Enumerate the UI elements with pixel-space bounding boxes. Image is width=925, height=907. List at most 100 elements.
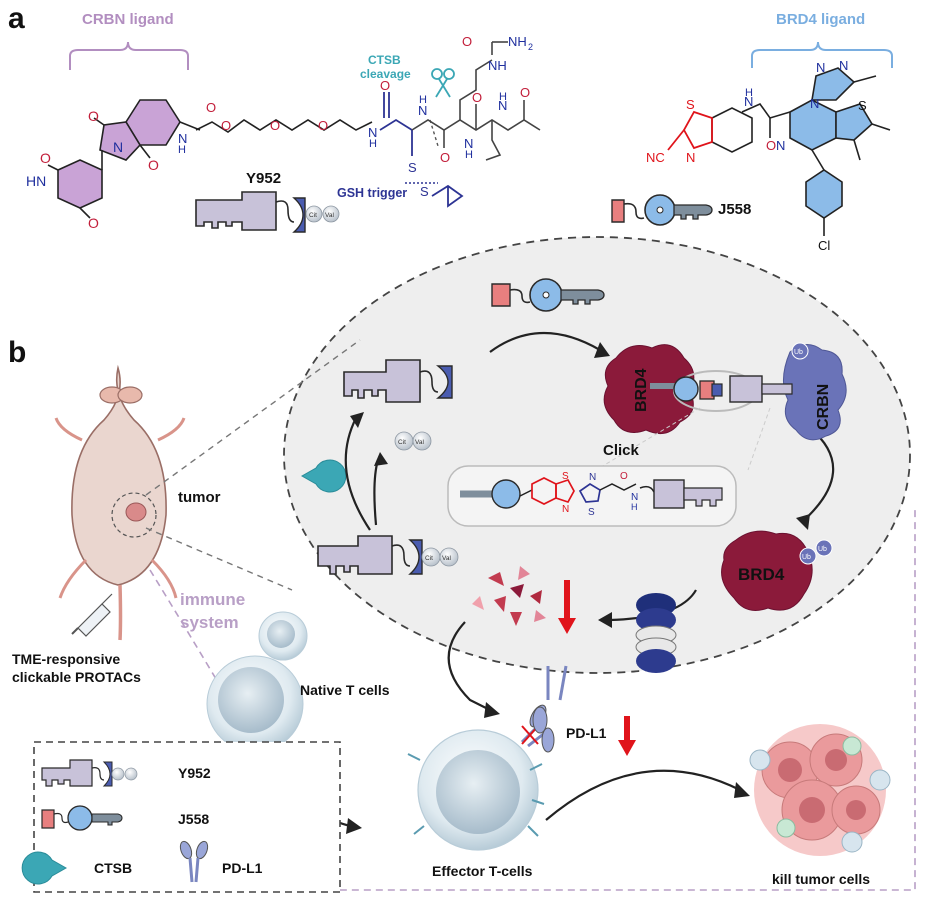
atom-o-9: O (380, 78, 390, 93)
atom-nc: NC (646, 150, 665, 165)
bottom-val-label: Val (442, 555, 451, 562)
j558-key-top (491, 278, 605, 312)
ctsb-cleavage-line2: cleavage (360, 67, 411, 81)
click-n-3: N (631, 492, 638, 503)
peg-linker: N H O O O O N H (178, 100, 377, 156)
decrease-arrow-pdl1-head (618, 740, 636, 756)
bottom-cit-label: Cit (425, 555, 433, 562)
brd4-ligand-structure: N N N S N Cl O N H (741, 58, 891, 253)
atom-o-11: O (462, 34, 472, 49)
effector-t-label: Effector T-cells (432, 863, 533, 879)
click-h-1: H (631, 502, 638, 512)
brd4-label-complex: BRD4 (633, 368, 650, 412)
atom-n-11: N (686, 150, 695, 165)
gsh-trigger-structure: O S S GSH trigger (337, 78, 464, 208)
ternary-complex: BRD4 CRBN Ub (603, 342, 847, 441)
atom-n-10: N (744, 94, 753, 109)
ub-label-3: Ub (818, 546, 827, 553)
legend-ctsb-label: CTSB (94, 860, 132, 876)
proteasome-icon (635, 593, 677, 673)
legend-pdl1-label: PD-L1 (222, 860, 263, 876)
brd4-ubiquitinated: BRD4 Ub Ub (721, 530, 833, 611)
atom-o-13: O (520, 85, 530, 100)
panel-b-label: b (8, 336, 26, 369)
cit-label: Cit (309, 212, 317, 219)
arrow-cleave-head (350, 412, 364, 428)
val-label: Val (325, 212, 334, 219)
tumor-label: tumor (178, 489, 221, 506)
tumor-microenvironment-ellipse (283, 236, 911, 674)
native-t-label: Native T cells (300, 682, 390, 698)
atom-n-5: N (498, 98, 507, 113)
connector-top (145, 339, 361, 496)
arrow-kill (545, 769, 741, 821)
atom-nh-1: N (178, 131, 187, 146)
brd4-ligand-label: BRD4 ligand (776, 11, 865, 28)
atom-h-1: H (178, 144, 186, 156)
ctsb-cleavage-line1: CTSB (368, 53, 401, 67)
atom-s-4: S (686, 97, 695, 112)
scissors-icon (431, 68, 455, 98)
atom-nh-2: NH (488, 58, 507, 73)
atom-h-5: H (499, 91, 507, 103)
kill-tumor-label: kill tumor cells (772, 871, 870, 887)
arrow-click (489, 331, 601, 353)
atom-n-8: N (810, 96, 819, 111)
gsh-trigger-label: GSH trigger (337, 186, 407, 200)
atom-n-9: N (776, 138, 785, 153)
effector-t-cell (407, 704, 555, 851)
cbt-structure: S N NC (646, 97, 753, 165)
mouse-illustration (54, 364, 186, 641)
atom-o-5: O (206, 100, 216, 115)
y952-key-bottom: Cit Val (317, 535, 459, 575)
click-product: S N N S O N H (460, 471, 723, 518)
atom-n-1: N (113, 139, 123, 155)
atom-o-7: O (270, 118, 280, 133)
native-t-cells (206, 611, 308, 753)
atom-n-4: N (464, 136, 473, 151)
arrow-release-head (374, 452, 388, 466)
atom-s-1: S (408, 160, 417, 175)
crbn-ligand-structure: O O N O HN O (26, 99, 201, 231)
ctsb-enzyme-icon (300, 459, 347, 493)
immune-label-line2: system (180, 613, 239, 632)
compound-j558-label: J558 (718, 201, 751, 218)
arrow-degradation-head (598, 612, 612, 628)
degraded-fragments (472, 566, 546, 626)
cit-val-structure: O N H NH O NH 2 N H O N H O (411, 34, 541, 165)
released-cit-label: Cit (398, 439, 406, 446)
ub-label-1: Ub (794, 349, 803, 356)
legend-j558-label: J558 (178, 811, 209, 827)
brd4-label-free: BRD4 (738, 565, 785, 584)
arrow-to-effector-head (484, 702, 500, 718)
atom-o-4: O (40, 150, 51, 166)
atom-n-3: N (418, 103, 427, 118)
cleavage-line (429, 119, 439, 147)
atom-h-6: H (745, 87, 753, 99)
atom-cl: Cl (818, 238, 830, 253)
brd4-ligand-bracket (751, 41, 893, 68)
click-n-1: N (562, 504, 569, 515)
legend-j558-icon (41, 805, 123, 831)
atom-o-6: O (221, 118, 231, 133)
connector-bottom (145, 527, 293, 591)
atom-o-1: O (88, 108, 99, 124)
click-label: Click (603, 442, 640, 459)
nh2-label: NH (508, 34, 527, 49)
immune-label-line1: immune (180, 590, 245, 609)
arrow-activation-head (346, 818, 362, 834)
arrow-click-head (594, 342, 610, 358)
atom-n-7: N (839, 58, 848, 73)
tumor-cell-cluster (749, 724, 891, 856)
decrease-arrow-brd4-head (558, 618, 576, 634)
crbn-label-complex: CRBN (815, 384, 832, 430)
legend-pdl1-icon (179, 840, 209, 883)
atom-hn-1: HN (26, 173, 46, 189)
arrow-cleave (344, 417, 371, 531)
pdl1-label-center: PD-L1 (566, 725, 607, 741)
legend-y952-label: Y952 (178, 765, 211, 781)
ub-label-2: Ub (802, 554, 811, 561)
tme-label-line1: TME-responsive (12, 651, 120, 667)
